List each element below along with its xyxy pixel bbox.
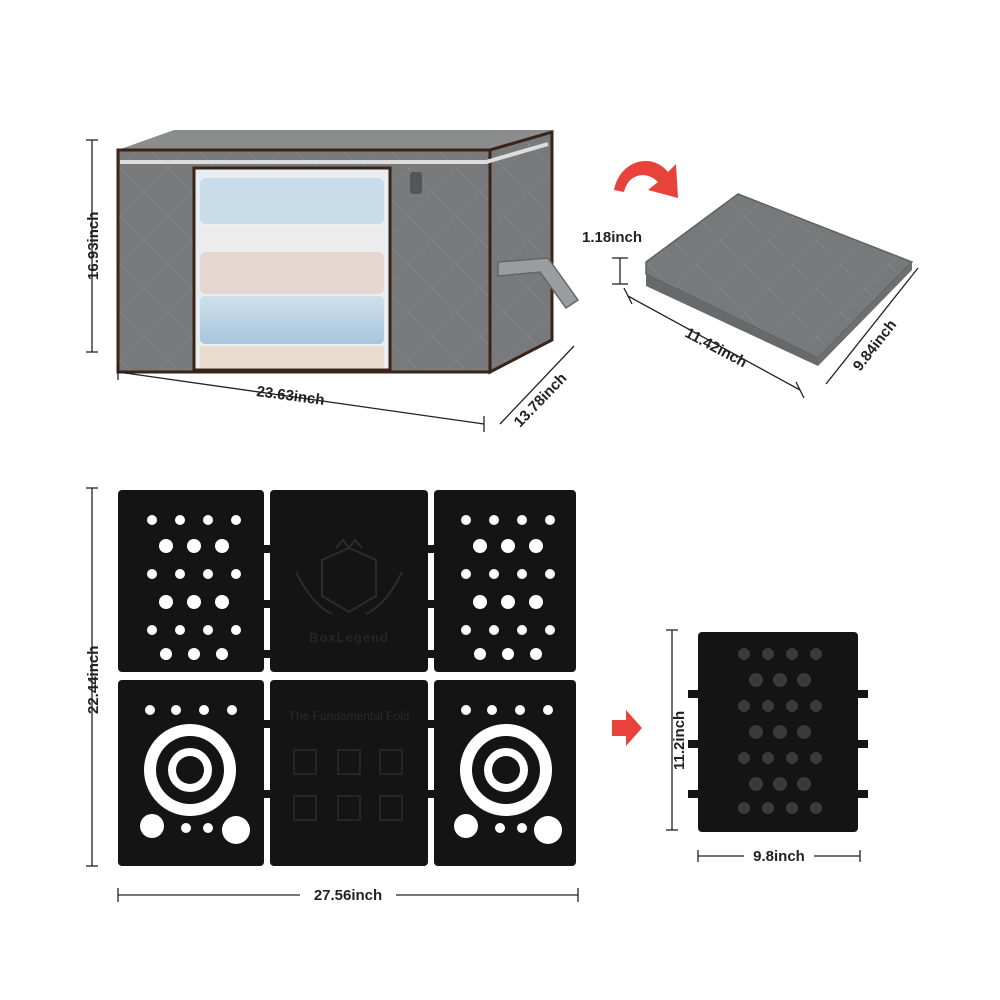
storage-bag (116, 130, 580, 375)
folded-board (688, 632, 868, 832)
right-arrow-icon (612, 710, 642, 746)
shirt-white (200, 226, 384, 250)
bag-handle (497, 257, 580, 310)
panel-holes-top-left (147, 515, 241, 660)
folded-board-holes (738, 648, 822, 814)
board-height-label: 22.44inch (85, 646, 102, 714)
folding-board: BoxLegend The Fundamental Fold (118, 490, 576, 866)
folded-bag-edge (646, 274, 818, 366)
folded-board-width-label: 9.8inch (753, 848, 805, 865)
board-brand-text: BoxLegend (309, 630, 389, 645)
crest-logo (295, 538, 403, 615)
bag-height-label: 16.93inch (85, 212, 102, 280)
folded-bag (645, 193, 914, 366)
bag-zipper (120, 142, 549, 164)
board-width-label: 27.56inch (314, 887, 382, 904)
jeans-blue (200, 296, 384, 344)
bag-side-face (488, 130, 554, 375)
bag-width-dimension (117, 364, 485, 432)
folded-thickness-label: 1.18inch (582, 229, 642, 246)
fold-instruction-icons (293, 749, 403, 821)
sweater-pink (200, 252, 384, 294)
bag-height-dimension (86, 139, 98, 353)
bag-depth-label: 13.78inch (511, 370, 571, 431)
folded-width-label: 11.42inch (682, 325, 750, 372)
folded-board-width-dimension (697, 850, 861, 862)
folded-board-height-dimension (666, 629, 678, 831)
sun-emblem-left (140, 705, 250, 844)
bag-width-label: 23.63inch (255, 383, 325, 409)
bag-depth-dimension (499, 345, 575, 425)
zipper-pull (410, 172, 422, 194)
panel-top-right (434, 490, 576, 672)
board-width-dimension (117, 888, 579, 902)
folded-bag-side (818, 262, 912, 366)
sun-emblem-right (454, 705, 562, 844)
hinge-tabs (260, 545, 438, 798)
cloth-beige (200, 346, 384, 368)
folded-thickness-dimension (612, 257, 628, 285)
panel-top-left (118, 490, 264, 672)
folded-depth-dimension (825, 267, 919, 385)
folded-board-tabs (688, 690, 868, 798)
folded-board-height-label: 11.2inch (671, 711, 688, 770)
curved-arrow-icon (614, 160, 678, 198)
board-height-dimension (86, 487, 98, 867)
folded-width-dimension (623, 287, 805, 399)
panel-holes-top-right (461, 515, 555, 660)
bag-window (192, 166, 392, 372)
panel-top-center (270, 490, 428, 672)
sweater-blue (200, 178, 384, 224)
board-caption-text: The Fundamental Fold (289, 709, 410, 723)
